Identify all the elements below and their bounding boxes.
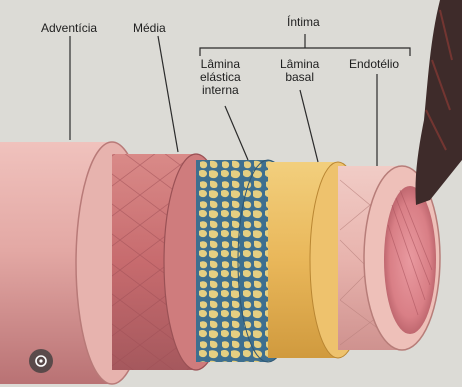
torn-tissue-edge	[415, 0, 462, 205]
label-lamina-elastica-interna: Lâmina elástica interna	[200, 58, 241, 97]
label-lamina-basal: Lâmina basal	[280, 58, 319, 84]
label-endotelio: Endotélio	[349, 58, 399, 71]
label-intima: Íntima	[287, 16, 320, 29]
lens-glyph-icon	[34, 354, 48, 368]
label-media: Média	[133, 22, 166, 35]
label-adventicia: Adventícia	[41, 22, 97, 35]
image-search-icon[interactable]	[29, 349, 53, 373]
